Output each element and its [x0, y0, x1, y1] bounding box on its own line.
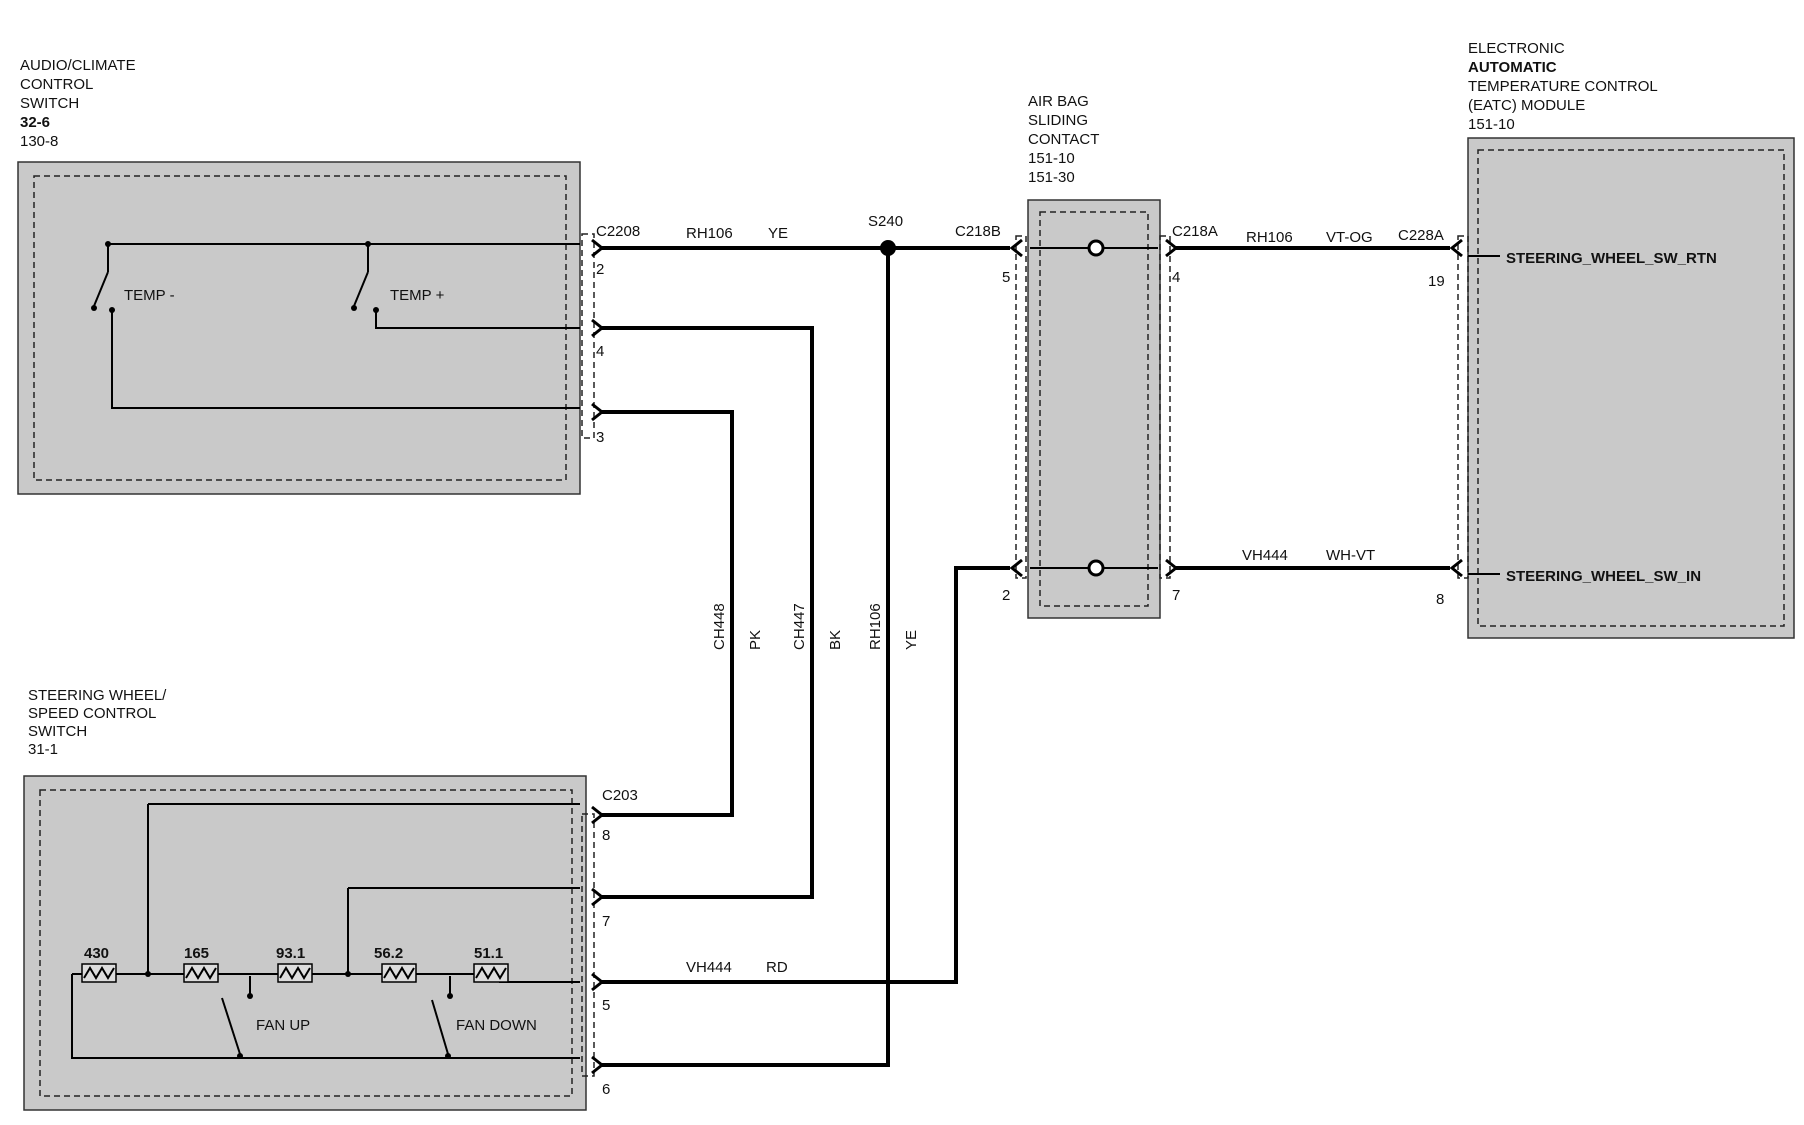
wire-labels: RH106 YE RH106 VT-OG VH444 WH-VT VH444 R… [686, 225, 1375, 976]
svg-text:5: 5 [602, 997, 610, 1014]
eatc-module-box [1467, 137, 1795, 639]
svg-text:8: 8 [1436, 591, 1444, 608]
svg-text:AUTOMATIC: AUTOMATIC [1468, 59, 1557, 76]
audio-climate-label: AUDIO/CLIMATE CONTROL SWITCH 32-6 130-8 [20, 57, 136, 150]
svg-text:5: 5 [1002, 269, 1010, 286]
svg-text:32-6: 32-6 [20, 114, 50, 131]
svg-text:YE: YE [768, 225, 788, 242]
svg-text:6: 6 [602, 1081, 610, 1098]
steering-speed-switch-box [23, 775, 587, 1111]
svg-text:VH444: VH444 [1242, 547, 1288, 564]
signal-sw-in: STEERING_WHEEL_SW_IN [1506, 568, 1701, 585]
svg-text:SWITCH: SWITCH [20, 95, 79, 112]
svg-text:4: 4 [596, 343, 604, 360]
svg-text:S240: S240 [868, 213, 903, 230]
switch-fan-up: FAN UP [256, 1017, 310, 1034]
svg-text:(EATC) MODULE: (EATC) MODULE [1468, 97, 1585, 114]
connector-outlines [581, 233, 1469, 1077]
wire-ch447 [600, 326, 814, 899]
steering-speed-label: STEERING WHEEL/ SPEED CONTROL SWITCH 31-… [28, 687, 167, 758]
svg-text:C218B: C218B [955, 223, 1001, 240]
svg-text:8: 8 [602, 827, 610, 844]
svg-text:VT-OG: VT-OG [1326, 229, 1373, 246]
svg-text:CH448: CH448 [711, 603, 728, 650]
svg-text:165: 165 [184, 945, 209, 962]
svg-text:93.1: 93.1 [276, 945, 305, 962]
wire-ch448 [600, 410, 734, 817]
svg-text:2: 2 [596, 261, 604, 278]
svg-text:CONTACT: CONTACT [1028, 131, 1099, 148]
svg-text:151-10: 151-10 [1468, 116, 1515, 133]
svg-text:130-8: 130-8 [20, 133, 58, 150]
airbag-label: AIR BAG SLIDING CONTACT 151-10 151-30 [1028, 93, 1099, 186]
svg-text:430: 430 [84, 945, 109, 962]
svg-text:C218A: C218A [1172, 223, 1218, 240]
svg-text:SPEED CONTROL: SPEED CONTROL [28, 705, 156, 722]
connector-arrows [591, 238, 1463, 1075]
signal-sw-rtn: STEERING_WHEEL_SW_RTN [1506, 250, 1717, 267]
s240-splice [880, 240, 896, 256]
connector-labels: C2208 S240 C218B C218A C228A C203 [596, 213, 1444, 804]
svg-text:AIR BAG: AIR BAG [1028, 93, 1089, 110]
svg-text:SLIDING: SLIDING [1028, 112, 1088, 129]
svg-text:C203: C203 [602, 787, 638, 804]
wire-rh106-vertical [600, 250, 890, 1067]
svg-text:4: 4 [1172, 269, 1180, 286]
wires [600, 246, 1450, 1067]
svg-text:ELECTRONIC: ELECTRONIC [1468, 40, 1565, 57]
svg-text:151-10: 151-10 [1028, 150, 1075, 167]
switch-temp-minus: TEMP - [124, 287, 175, 304]
svg-text:SWITCH: SWITCH [28, 723, 87, 740]
audio-climate-internals [91, 241, 580, 409]
steering-internals [71, 803, 580, 1059]
pin-numbers: 2 4 3 5 2 4 7 19 8 8 7 5 6 [596, 261, 1445, 1098]
vertical-wire-labels: CH448 PK CH447 BK RH106 YE [711, 603, 920, 650]
svg-text:TEMPERATURE CONTROL: TEMPERATURE CONTROL [1468, 78, 1658, 95]
svg-text:RH106: RH106 [1246, 229, 1293, 246]
svg-text:151-30: 151-30 [1028, 169, 1075, 186]
switch-temp-plus: TEMP + [390, 287, 445, 304]
svg-text:WH-VT: WH-VT [1326, 547, 1375, 564]
svg-text:19: 19 [1428, 273, 1445, 290]
svg-text:VH444: VH444 [686, 959, 732, 976]
airbag-sliding-contact-box [1027, 199, 1161, 619]
svg-text:YE: YE [903, 630, 920, 650]
svg-text:STEERING WHEEL/: STEERING WHEEL/ [28, 687, 167, 704]
svg-text:BK: BK [827, 630, 844, 650]
switch-fan-down: FAN DOWN [456, 1017, 537, 1034]
svg-text:CONTROL: CONTROL [20, 76, 93, 93]
svg-text:2: 2 [1002, 587, 1010, 604]
svg-text:7: 7 [1172, 587, 1180, 604]
svg-text:RD: RD [766, 959, 788, 976]
svg-text:RH106: RH106 [686, 225, 733, 242]
wire-vh444-rd [600, 566, 1010, 984]
airbag-contacts [1087, 239, 1105, 577]
svg-text:7: 7 [602, 913, 610, 930]
svg-text:RH106: RH106 [867, 603, 884, 650]
svg-text:PK: PK [747, 630, 764, 650]
svg-text:56.2: 56.2 [374, 945, 403, 962]
eatc-label: ELECTRONIC AUTOMATIC TEMPERATURE CONTROL… [1468, 40, 1658, 133]
resistor-values: 430 165 93.1 56.2 51.1 [84, 945, 503, 962]
svg-text:C2208: C2208 [596, 223, 640, 240]
svg-text:AUDIO/CLIMATE: AUDIO/CLIMATE [20, 57, 136, 74]
svg-text:3: 3 [596, 429, 604, 446]
svg-text:51.1: 51.1 [474, 945, 503, 962]
svg-text:CH447: CH447 [791, 603, 808, 650]
svg-text:31-1: 31-1 [28, 741, 58, 758]
svg-text:C228A: C228A [1398, 227, 1444, 244]
